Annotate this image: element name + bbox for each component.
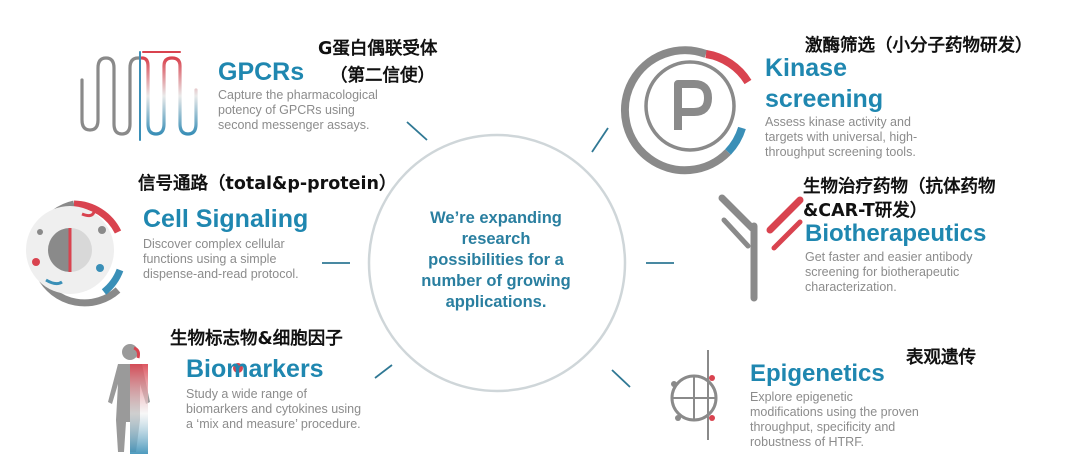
kinase-description: Assess kinase activity and targets with … [765,115,917,160]
desc-line: Study a wide range of [186,387,307,401]
center-line: number of growing [421,272,571,290]
kinase-p-icon [620,46,752,175]
gpcrs-zh-label-2: （第二信使） [330,66,435,86]
desc-line: screening for biotherapeutic [805,265,960,279]
biomarkers-title: Biomarkers [186,355,324,383]
center-line: research [461,230,531,248]
epigenetics-description: Explore epigenetic modifications using t… [750,390,919,450]
desc-line: second messenger assays. [218,118,370,132]
desc-line: modifications using the proven [750,405,919,419]
center-statement: We’re expanding research possibilities f… [396,208,596,313]
biotherapeutics-description: Get faster and easier antibody screening… [805,250,972,295]
connector-ticks [322,121,674,388]
human-figure-icon [108,344,243,454]
biomarkers-zh-label: 生物标志物&细胞因子 [170,329,343,349]
title-line: Kinase [765,54,847,82]
desc-line: a ‘mix and measure’ procedure. [186,417,361,431]
epigenetics-icon [670,342,724,456]
gpcrs-description: Capture the pharmacological potency of G… [218,88,378,133]
biotherapeutics-zh-label-1: 生物治疗药物（抗体药物 [803,177,996,197]
desc-line: dispense-and-read protocol. [143,267,299,281]
center-line: applications. [445,293,547,311]
gpcr-snake-icon [80,51,198,141]
epigenetics-title: Epigenetics [750,360,885,387]
desc-line: characterization. [805,280,897,294]
center-line: possibilities for a [428,251,564,269]
desc-line: robustness of HTRF. [750,435,864,449]
biotherapeutics-zh-label-2: &CAR-T研发） [803,201,928,221]
cell-signaling-title: Cell Signaling [143,205,309,233]
center-circle [367,133,627,393]
desc-line: biomarkers and cytokines using [186,402,362,416]
kinase-zh-label: 激酶筛选（小分子药物研发） [805,36,1033,56]
desc-line: targets with universal, high- [765,130,918,144]
biotherapeutics-title: Biotherapeutics [805,220,987,247]
desc-line: functions using a simple [143,252,277,266]
biomarkers-description: Study a wide range of biomarkers and cyt… [186,387,361,432]
cell-signaling-zh-label: 信号通路（total&p-protein） [138,174,397,194]
epigenetics-zh-label: 表观遗传 [906,348,976,368]
cell-icon [26,200,124,307]
cell-signaling-description: Discover complex cellular functions usin… [143,237,299,282]
gpcrs-title: GPCRs [218,58,305,86]
desc-line: Explore epigenetic [750,390,853,404]
desc-line: Capture the pharmacological [218,88,378,102]
gpcrs-zh-label-1: G蛋白偶联受体 [318,39,438,59]
desc-line: throughput screening tools. [765,145,916,159]
desc-line: Discover complex cellular [143,237,285,251]
desc-line: Get faster and easier antibody [805,250,973,264]
title-line: screening [765,85,884,113]
kinase-title: Kinase screening [765,53,883,115]
desc-line: Assess kinase activity and [765,115,911,129]
desc-line: throughput, specificity and [750,420,896,434]
center-line: We’re expanding [430,209,562,227]
antibody-icon [718,194,804,302]
desc-line: potency of GPCRs using [218,103,355,117]
